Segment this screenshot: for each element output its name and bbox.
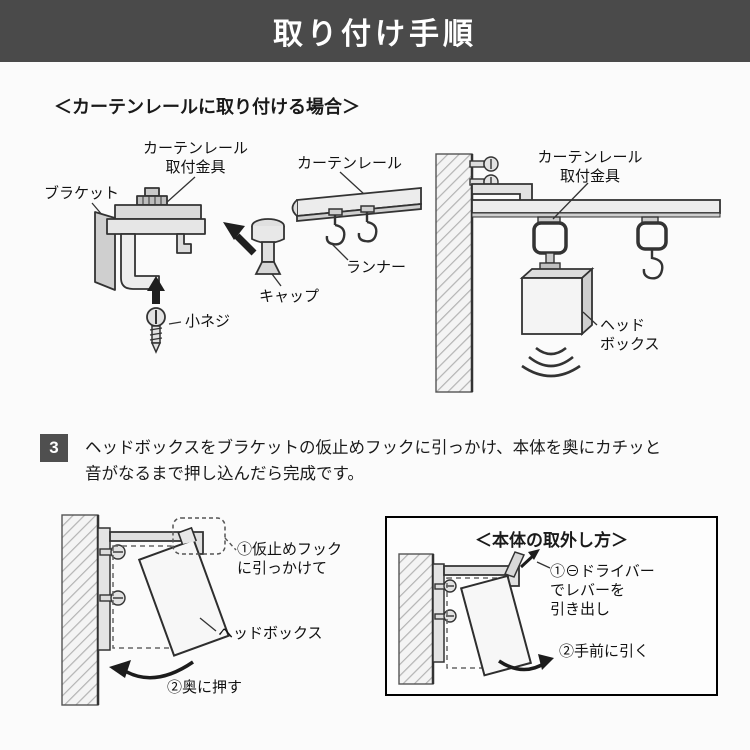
- assemble-arrow-icon: [223, 222, 257, 256]
- head-box-tilted-art: [137, 526, 230, 657]
- runner-art: [325, 205, 378, 246]
- wall-art: [398, 553, 435, 685]
- head-box-leader: [199, 617, 217, 632]
- temp-hook-label: ①仮止めフック に引っかけて: [237, 541, 343, 578]
- removal-instructions-box: ＜本体の取外し方＞: [385, 516, 718, 696]
- curtain-rail-art: [291, 187, 422, 222]
- lever-art: [503, 551, 526, 578]
- hook-detail-leader: [224, 537, 237, 551]
- up-arrow-icon: [147, 276, 165, 304]
- screw-icon: [146, 307, 166, 354]
- sound-wave-icon: [521, 346, 581, 378]
- cap-art: [251, 218, 285, 275]
- page-title: 取り付け手順: [273, 18, 477, 51]
- rail-fitting-label-2: カーテンレール 取付金具: [537, 149, 643, 186]
- rail-section-heading: ＜カーテンレールに取り付ける場合＞: [54, 97, 360, 117]
- rail-fitting-label: カーテンレール 取付金具: [142, 140, 248, 177]
- small-screw-label: 小ネジ: [185, 313, 231, 330]
- screw-icon: [99, 544, 126, 606]
- runner-label: ランナー: [346, 259, 407, 276]
- step-instruction: ヘッドボックスをブラケットの仮止めフックに引っかけ、本体を奥にカチッと 音がなる…: [85, 439, 662, 483]
- pull-forward-label: ②手前に引く: [559, 643, 650, 660]
- curtain-rail-art: [471, 199, 721, 218]
- lever-leader: [536, 561, 551, 569]
- push-arrow-icon: [109, 660, 194, 680]
- attach-diagram: [61, 514, 237, 706]
- step-number-badge: 3: [40, 434, 68, 462]
- parts-exploded-diagram: [91, 171, 422, 354]
- head-box-label: ヘッド ボックス: [600, 317, 660, 354]
- head-box-label-2: ヘッドボックス: [218, 625, 323, 642]
- head-box-tilted-art: [459, 574, 533, 677]
- removal-diagram: [398, 549, 554, 685]
- bracket-art: [94, 187, 206, 291]
- page-header: 取り付け手順: [0, 0, 750, 62]
- bracket-label: ブラケット: [44, 185, 120, 202]
- rail-fitting-art: [532, 216, 568, 272]
- pull-arrow-icon: [498, 654, 554, 672]
- cap-label: キャップ: [259, 288, 320, 305]
- wall-art: [435, 153, 474, 393]
- push-back-label: ②奥に押す: [167, 679, 243, 696]
- runner-art: [636, 216, 668, 280]
- wall-art: [61, 514, 100, 706]
- hook-detail-outline: [172, 517, 226, 555]
- rail-mounted-diagram: [435, 153, 721, 393]
- head-box-art: [519, 266, 595, 337]
- curtain-rail-label: カーテンレール: [297, 155, 403, 172]
- removal-title: ＜本体の取外し方＞: [475, 531, 628, 550]
- lever-arrow-icon: [519, 549, 540, 569]
- driver-lever-label: ①⊖ドライバー でレバーを 引き出し: [550, 563, 655, 619]
- leader-lines: [552, 182, 598, 326]
